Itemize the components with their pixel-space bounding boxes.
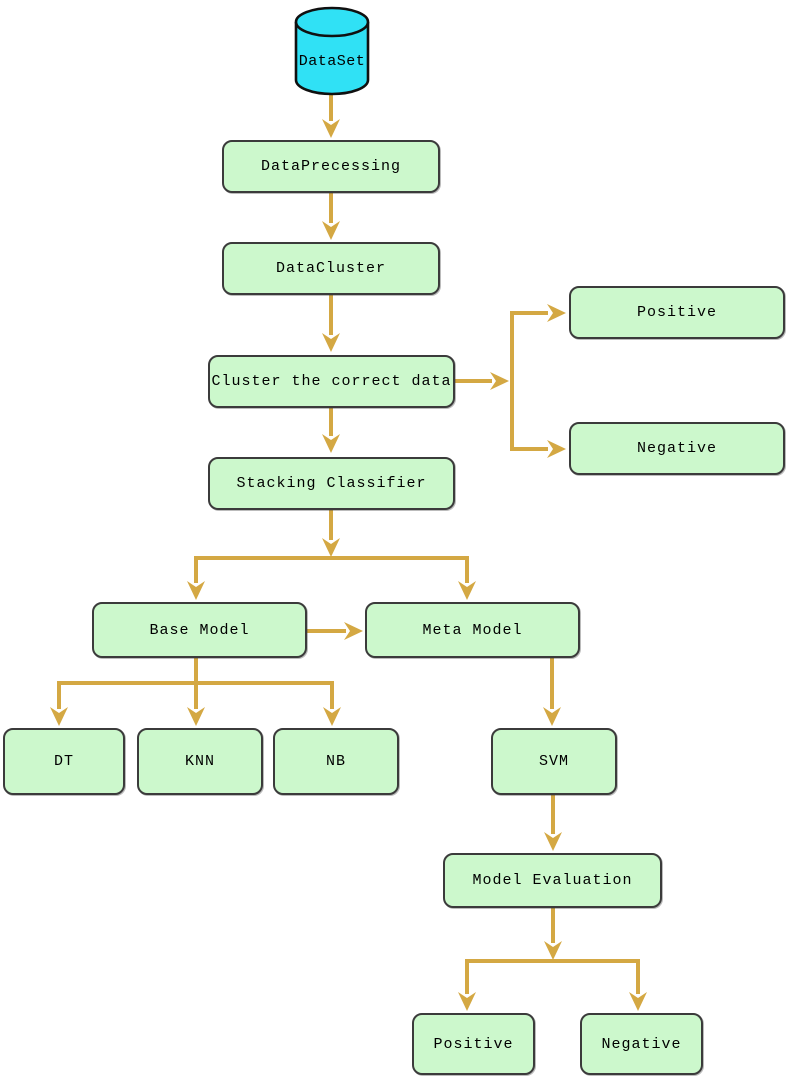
- node-label: Stacking Classifier: [236, 475, 427, 492]
- node-label: SVM: [538, 753, 569, 770]
- node-label: Negative: [601, 1035, 682, 1053]
- node-positive-right: Positive: [569, 286, 785, 339]
- node-stacking-classifier: Stacking Classifier: [208, 457, 455, 510]
- node-label: Cluster the correct data: [211, 373, 452, 390]
- node-label: DataSet: [298, 53, 366, 70]
- node-svm: SVM: [491, 728, 617, 795]
- node-label: DT: [53, 753, 74, 770]
- node-data-cluster: DataCluster: [222, 242, 440, 295]
- node-meta-model: Meta Model: [365, 602, 580, 658]
- node-base-model: Base Model: [92, 602, 307, 658]
- node-nb: NB: [273, 728, 399, 795]
- node-positive-bottom: Positive: [412, 1013, 535, 1075]
- node-label: DataPrecessing: [260, 158, 402, 175]
- node-dataset: DataSet: [293, 5, 371, 97]
- node-knn: KNN: [137, 728, 263, 795]
- arrowheads: [50, 119, 647, 1011]
- node-label: DataCluster: [275, 260, 387, 277]
- node-data-precessing: DataPrecessing: [222, 140, 440, 193]
- node-label: Positive: [636, 304, 717, 321]
- node-dt: DT: [3, 728, 125, 795]
- node-label: Positive: [433, 1035, 514, 1053]
- node-label: Meta Model: [422, 621, 523, 639]
- node-label: Negative: [636, 440, 717, 457]
- node-label: NB: [325, 753, 346, 770]
- node-model-evaluation: Model Evaluation: [443, 853, 662, 908]
- database-cylinder-icon: [294, 6, 370, 96]
- node-label: Base Model: [149, 621, 250, 639]
- node-cluster-correct-data: Cluster the correct data: [208, 355, 455, 408]
- node-label: KNN: [184, 753, 215, 770]
- node-negative-bottom: Negative: [580, 1013, 703, 1075]
- node-negative-right: Negative: [569, 422, 785, 475]
- node-label: Model Evaluation: [472, 872, 633, 889]
